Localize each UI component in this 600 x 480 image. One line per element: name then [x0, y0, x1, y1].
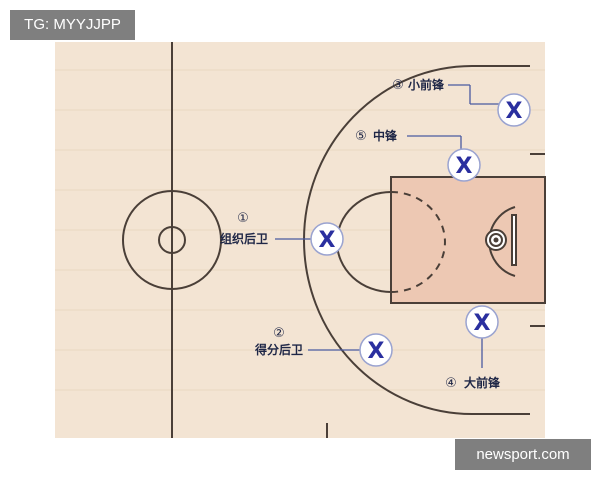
position-1-number: ①: [237, 211, 249, 226]
three-point-line: [303, 65, 530, 415]
player-marker-2: X: [359, 333, 393, 367]
player-marker-5: X: [447, 148, 481, 182]
marker-symbol: X: [506, 99, 523, 124]
position-5-name: 中锋: [373, 128, 398, 143]
leader-lines: [275, 84, 502, 368]
position-labels: ① 组织后卫 ② 得分后卫 ③ 小前锋 ④ 大前锋 ⑤ 中锋: [220, 77, 501, 391]
site-watermark: newsport.com: [455, 439, 591, 470]
marker-symbol: X: [474, 311, 491, 336]
marker-symbol: X: [319, 228, 336, 253]
basket: [485, 229, 507, 251]
paint-area: [390, 176, 546, 304]
position-4-number: ④: [445, 376, 457, 391]
marker-symbol: X: [456, 154, 473, 179]
player-markers: X X X X X: [310, 93, 531, 367]
position-4-name: 大前锋: [464, 375, 501, 390]
center-inner-circle: [158, 226, 186, 254]
player-marker-1: X: [310, 222, 344, 256]
center-circle: [122, 190, 222, 290]
tg-tag-label: TG: MYYJJPP: [10, 10, 135, 40]
marker-symbol: X: [368, 339, 385, 364]
position-2-name: 得分后卫: [254, 342, 303, 357]
position-2-number: ②: [273, 326, 285, 341]
position-3-number: ③: [392, 78, 404, 93]
free-throw-dashed: [390, 191, 446, 293]
wood-grain: [55, 69, 545, 391]
player-marker-3: X: [497, 93, 531, 127]
position-5-number: ⑤: [355, 129, 367, 144]
position-3-name: 小前锋: [408, 77, 445, 92]
player-marker-4: X: [465, 305, 499, 339]
position-1-name: 组织后卫: [220, 231, 268, 246]
